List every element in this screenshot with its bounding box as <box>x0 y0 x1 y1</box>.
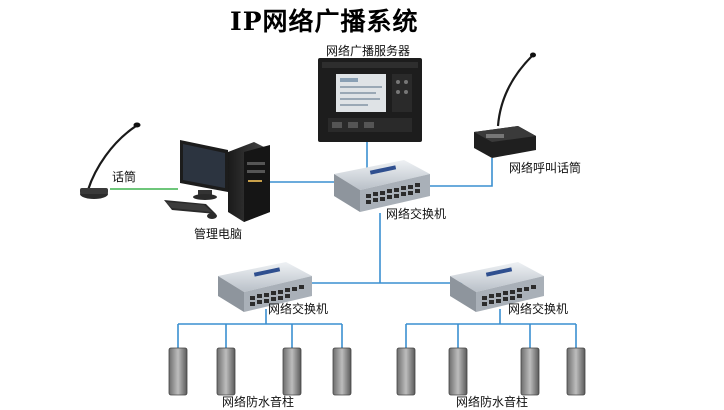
microphone-icon <box>80 122 141 199</box>
network-switch-icon <box>334 160 430 212</box>
label-speakers-left: 网络防水音柱 <box>222 395 295 409</box>
gooseneck-call-station-icon <box>474 52 536 158</box>
label-mic: 话筒 <box>112 170 137 184</box>
connection-lines <box>110 140 577 348</box>
computer-icon <box>164 140 270 222</box>
link-callmic-to-main-switch <box>425 158 493 187</box>
label-call-mic: 网络呼叫话筒 <box>509 161 582 175</box>
label-pc: 管理电脑 <box>194 227 243 241</box>
label-speakers-right: 网络防水音柱 <box>456 395 529 409</box>
label-server: 网络广播服务器 <box>326 44 411 58</box>
server-rack-icon <box>318 58 422 142</box>
label-switch-left: 网络交换机 <box>268 302 329 316</box>
label-switch-main: 网络交换机 <box>386 207 447 221</box>
network-switch-icon <box>450 262 544 312</box>
column-speaker-icon <box>168 347 586 396</box>
label-switch-right: 网络交换机 <box>508 302 569 316</box>
network-switch-icon <box>218 262 312 312</box>
diagram-title: IP网络广播系统 <box>230 7 419 36</box>
